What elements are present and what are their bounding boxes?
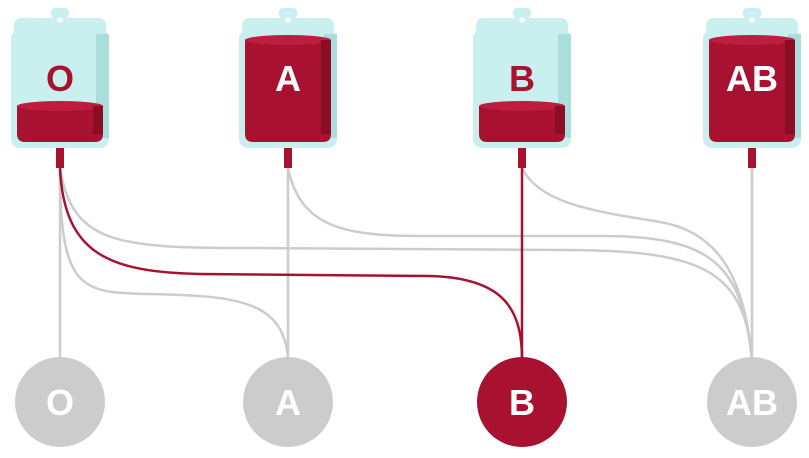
recipient-circle	[243, 357, 333, 447]
blood-fill	[709, 35, 795, 142]
recipient-ab: AB	[707, 357, 797, 447]
blood-level-shade	[785, 40, 795, 134]
bag-eyelet	[519, 17, 525, 23]
connector-b-to-ab	[520, 166, 754, 362]
donor-label-a: A	[275, 58, 301, 99]
donor-label-b: B	[509, 58, 535, 99]
recipient-circle	[477, 357, 567, 447]
recipient-circle	[15, 357, 105, 447]
bag-eyelet	[285, 17, 291, 23]
blood-level	[709, 40, 795, 142]
recipient-label-ab: AB	[726, 382, 778, 423]
recipient-label-a: A	[275, 382, 301, 423]
recipient-o: O	[15, 357, 105, 447]
donor-bag-ab: AB	[703, 8, 801, 168]
recipient-a: A	[243, 357, 333, 447]
blood-surface	[479, 101, 565, 111]
bag-eyelet	[749, 17, 755, 23]
donor-bag-o: O	[11, 8, 109, 168]
donor-label-ab: AB	[726, 58, 778, 99]
recipient-circle	[707, 357, 797, 447]
blood-level	[17, 106, 103, 142]
connector-o-to-b	[58, 166, 524, 362]
blood-level	[479, 106, 565, 142]
bag-outlet	[284, 148, 292, 168]
connector-o-to-a	[58, 166, 290, 362]
blood-surface	[709, 35, 795, 45]
blood-surface	[245, 35, 331, 45]
recipient-label-b: B	[509, 382, 535, 423]
blood-level-shade	[93, 106, 103, 134]
blood-fill	[479, 101, 565, 142]
blood-level	[245, 40, 331, 142]
blood-level-shade	[321, 40, 331, 134]
bag-hanger	[743, 8, 761, 18]
donor-label-o: O	[46, 58, 74, 99]
bag-hanger	[513, 8, 531, 18]
blood-fill	[245, 35, 331, 142]
donor-bag-a: A	[239, 8, 337, 168]
bag-eyelet	[57, 17, 63, 23]
blood-surface	[17, 101, 103, 111]
recipient-b: B	[477, 357, 567, 447]
bag-outlet	[748, 148, 756, 168]
bag-hanger	[51, 8, 69, 18]
bag-outlet	[56, 148, 64, 168]
bag-outlet	[518, 148, 526, 168]
connector-o-to-ab	[58, 166, 754, 362]
connectors	[58, 166, 754, 362]
bag-hanger	[279, 8, 297, 18]
blood-level-shade	[555, 106, 565, 134]
donor-bag-b: B	[473, 8, 571, 168]
recipient-label-o: O	[46, 382, 74, 423]
blood-fill	[17, 101, 103, 142]
connector-a-to-ab	[286, 166, 754, 362]
